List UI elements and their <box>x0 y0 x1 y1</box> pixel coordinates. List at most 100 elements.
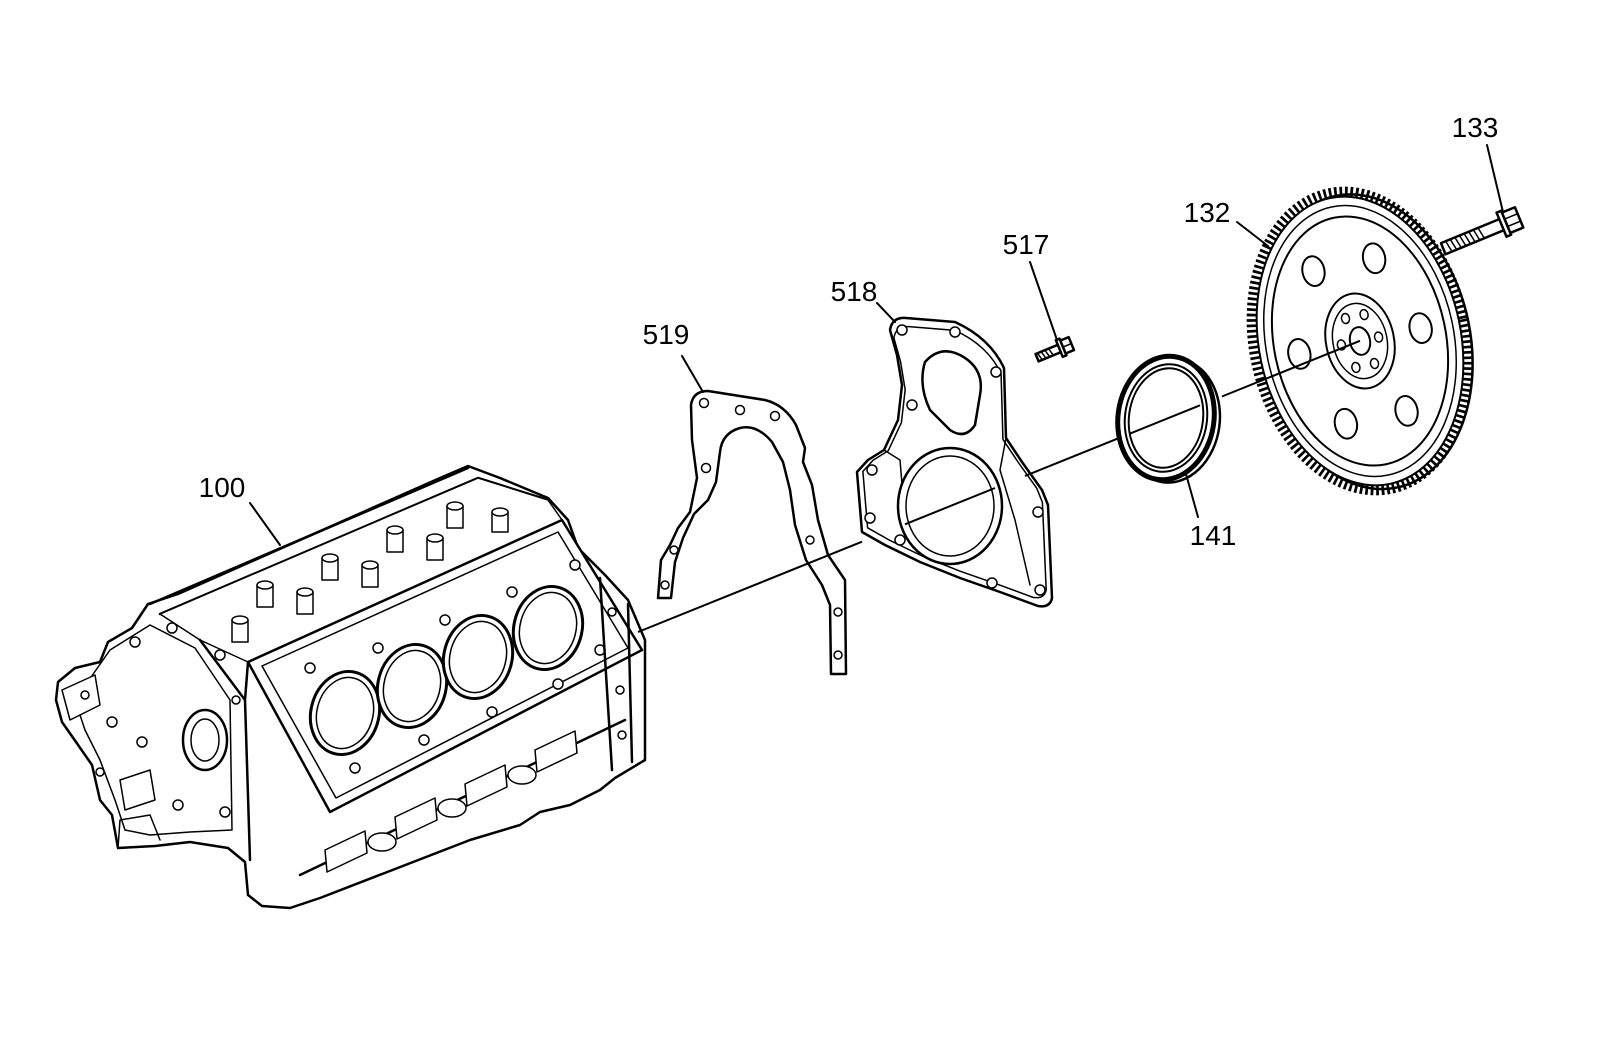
bolt-hole <box>552 678 564 690</box>
flywheel-rim <box>1262 204 1458 478</box>
block-front-boss <box>119 769 156 811</box>
centerline-segment <box>1221 339 1361 398</box>
leader-line-132 <box>1236 221 1269 247</box>
gasket-band <box>656 389 848 676</box>
bolt-hole <box>894 534 906 546</box>
lifter-boss <box>491 507 509 533</box>
gasket-bolt-hole <box>700 462 712 474</box>
centerline-segment <box>904 487 996 526</box>
bore-liner <box>518 591 578 665</box>
part-519-gasket <box>656 389 848 676</box>
cover-bolt-holes <box>864 324 1046 596</box>
boss-top <box>426 533 444 543</box>
bolt-hole <box>1034 584 1046 596</box>
boss-top <box>386 525 404 535</box>
bolt-hole <box>906 399 918 411</box>
bolt-hole <box>129 636 141 648</box>
flywheel-hub-ring <box>1331 302 1389 380</box>
bolt-hole <box>1359 308 1369 321</box>
boss-top <box>321 553 339 563</box>
leader-line-100 <box>249 502 281 546</box>
callout-517: 517 <box>1003 229 1050 260</box>
camshaft-bore <box>181 708 229 772</box>
hub-bolt-holes <box>1336 308 1384 374</box>
bolt-hole <box>569 559 581 571</box>
bolt-hole <box>1351 361 1361 374</box>
cam-bore-inner <box>190 718 220 762</box>
gasket-bolt-hole <box>734 404 746 416</box>
flywheel-web <box>1270 215 1450 467</box>
lifter-boss <box>446 501 464 529</box>
head-bolt-holes <box>304 559 606 774</box>
leader-line-517 <box>1029 261 1058 341</box>
callout-132: 132 <box>1184 197 1231 228</box>
lightening-hole <box>1361 242 1387 275</box>
block-front-edge <box>198 638 252 862</box>
cover-upper-rib <box>921 350 983 436</box>
part-132-flywheel <box>1246 186 1474 496</box>
main-cap <box>324 830 368 873</box>
main-cap <box>394 797 438 840</box>
bolt-hole <box>349 762 361 774</box>
bolt-hole <box>136 736 148 748</box>
callout-133: 133 <box>1452 112 1499 143</box>
boss-top <box>361 560 379 570</box>
part-518-rear-cover <box>855 316 1054 608</box>
lifter-boss <box>361 560 379 588</box>
bolt-head-facet <box>1503 212 1522 228</box>
bolt-hole <box>372 642 384 654</box>
bore-liner <box>382 649 442 723</box>
bore-liner <box>315 676 375 750</box>
lifter-boss <box>321 553 339 581</box>
bolt-hole <box>95 767 105 777</box>
bolt-hole <box>172 799 184 811</box>
callout-labels: 100 519 518 517 141 132 133 <box>199 112 1499 551</box>
centerline-segment <box>1024 437 1119 477</box>
lifter-boss <box>231 615 249 643</box>
cylinder-bore-2 <box>375 642 449 730</box>
lightening-hole <box>1408 312 1433 344</box>
crank-counterweight <box>507 765 537 785</box>
bolt-hole <box>615 685 625 695</box>
bolt-hole <box>231 695 241 705</box>
bolt-hole <box>1369 357 1380 370</box>
lightening-hole <box>1333 407 1359 440</box>
bolt-hole <box>896 324 908 336</box>
gasket-bolt-hole <box>698 397 710 409</box>
leader-line-518 <box>876 302 896 323</box>
block-front-foot <box>117 814 161 849</box>
part-133-flywheel-bolt <box>1439 206 1525 256</box>
bolt-hole <box>219 806 231 818</box>
bolt-hole <box>1032 506 1044 518</box>
leader-line-133 <box>1486 144 1504 213</box>
bolt-head-facet <box>1062 342 1073 348</box>
bolt-hole <box>617 730 627 740</box>
boss-top <box>231 615 249 625</box>
part-517-cover-bolt <box>1034 335 1076 363</box>
lifter-boss <box>256 580 274 608</box>
leader-line-141 <box>1185 473 1199 518</box>
centerline-segment <box>1129 404 1201 435</box>
lifter-boss <box>426 533 444 561</box>
gasket-bolt-hole <box>805 535 815 545</box>
lifter-boss <box>386 525 404 553</box>
bolt-hole <box>864 512 876 524</box>
bolt-hole <box>506 586 518 598</box>
bolt-hole <box>1373 331 1384 343</box>
bolt-hole <box>607 607 617 617</box>
bolt-head <box>1500 206 1525 235</box>
boss-top <box>296 587 314 597</box>
boss-top <box>491 507 509 517</box>
lightening-hole <box>1394 395 1419 427</box>
gasket-bolt-hole <box>769 410 781 422</box>
bolt-hole <box>949 326 961 338</box>
gasket-bolt-hole <box>669 545 679 555</box>
lightening-hole <box>1301 255 1326 287</box>
crank-counterweight <box>367 832 397 852</box>
callout-141: 141 <box>1190 520 1237 551</box>
bolt-hole <box>486 706 498 718</box>
bolt-hole <box>990 366 1002 378</box>
bolt-hole <box>418 734 430 746</box>
leader-line-519 <box>681 355 704 393</box>
